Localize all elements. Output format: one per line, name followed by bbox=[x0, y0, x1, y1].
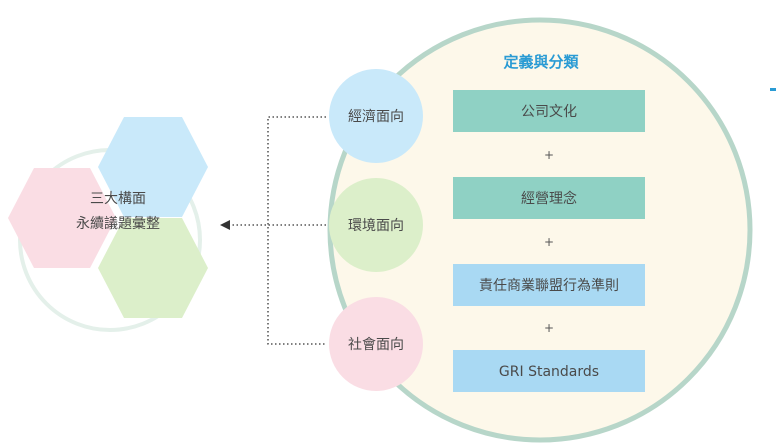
connector-economy bbox=[267, 116, 326, 345]
connector-lines bbox=[230, 116, 326, 345]
aspect-social-label: 社會面向 bbox=[348, 337, 404, 353]
summary-line-2: 永續議題彙整 bbox=[76, 215, 160, 232]
definition-box-3-bg bbox=[453, 264, 645, 306]
aspect-economy: 經濟面向 bbox=[329, 69, 423, 163]
aspect-economy-circle bbox=[329, 69, 423, 163]
plus-separator-3: + bbox=[544, 321, 554, 335]
hexagon-blue bbox=[98, 117, 208, 217]
hexagon-pink bbox=[8, 168, 116, 268]
definition-box-3: 責任商業聯盟行為準則 bbox=[453, 264, 645, 306]
aspect-environment-label: 環境面向 bbox=[348, 218, 404, 234]
definition-box-1-bg bbox=[453, 90, 645, 132]
aspect-social: 社會面向 bbox=[329, 297, 423, 391]
definition-box-4-bg bbox=[453, 350, 645, 392]
plus-separator-2: + bbox=[544, 235, 554, 249]
definition-box-1-label: 公司文化 bbox=[521, 104, 577, 120]
plus-separator-1: + bbox=[544, 148, 554, 162]
aspect-economy-label: 經濟面向 bbox=[348, 109, 404, 125]
aspect-environment-circle bbox=[329, 178, 423, 272]
definition-box-2-label: 經營理念 bbox=[521, 190, 577, 207]
definition-box-2-bg bbox=[453, 177, 645, 219]
definition-box-3-label: 責任商業聯盟行為準則 bbox=[479, 278, 619, 294]
aspect-social-circle bbox=[329, 297, 423, 391]
summary-line-1: 三大構面 bbox=[90, 191, 146, 207]
summary-cluster: 三大構面 永續議題彙整 bbox=[8, 117, 208, 332]
arrow-left-icon bbox=[220, 220, 230, 230]
aspect-environment: 環境面向 bbox=[329, 178, 423, 272]
definition-box-4: GRI Standards bbox=[453, 350, 645, 392]
definition-box-1: 公司文化 bbox=[453, 90, 645, 132]
hexagon-green bbox=[98, 218, 208, 318]
definition-box-4-label: GRI Standards bbox=[499, 364, 599, 380]
side-accent-bar bbox=[770, 88, 776, 91]
definition-title: 定義與分類 bbox=[503, 53, 579, 71]
definition-box-2: 經營理念 bbox=[453, 177, 645, 219]
